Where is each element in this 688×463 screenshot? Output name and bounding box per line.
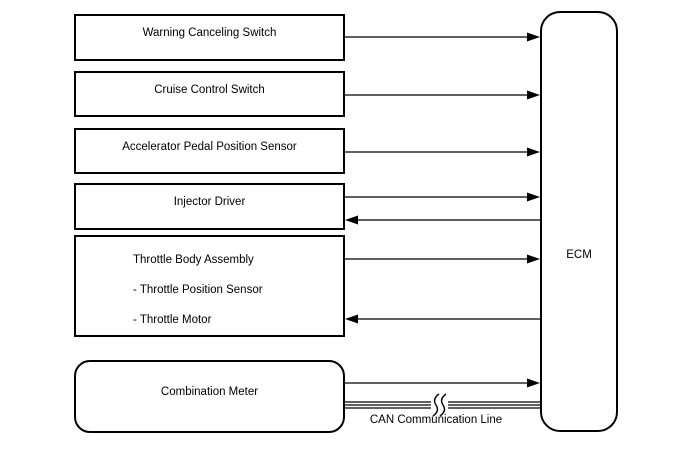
can-line-label: CAN Communication Line: [369, 414, 503, 426]
ecm-label: ECM: [566, 249, 592, 261]
block-cruise-control-switch: Cruise Control Switch: [74, 71, 345, 117]
connection-ecm-to-throttle-body-assembly: [345, 314, 540, 324]
block-accelerator-pedal-position-sensor: Accelerator Pedal Position Sensor: [74, 128, 345, 174]
block-throttle-body-assembly: Throttle Body Assembly - Throttle Positi…: [74, 235, 345, 337]
connection-accelerator-pedal-position-sensor-to-ecm: [345, 147, 540, 157]
block-warning-canceling-switch: Warning Canceling Switch: [74, 14, 345, 61]
connection-throttle-body-assembly-to-ecm: [345, 254, 540, 264]
connection-warning-canceling-switch-to-ecm: [345, 32, 540, 42]
block-label: Warning Canceling Switch: [142, 27, 277, 39]
connection-ecm-to-injector-driver: [345, 215, 540, 225]
connection-injector-driver-to-ecm: [345, 192, 540, 202]
block-ecm: ECM: [540, 11, 618, 432]
block-label: Cruise Control Switch: [154, 83, 265, 96]
connection-combination-meter-to-ecm-can-bus: [345, 393, 540, 417]
block-label: Throttle Body Assembly: [133, 254, 254, 266]
connection-combination-meter-to-ecm: [345, 378, 540, 388]
block-sub-item: - Throttle Motor: [133, 314, 212, 326]
block-sub-item: - Throttle Position Sensor: [133, 284, 263, 296]
block-combination-meter: Combination Meter: [74, 360, 345, 433]
block-label: Accelerator Pedal Position Sensor: [122, 140, 297, 153]
block-label: Injector Driver: [173, 196, 246, 208]
connection-cruise-control-switch-to-ecm: [345, 90, 540, 100]
block-injector-driver: Injector Driver: [74, 183, 345, 230]
block-label: Combination Meter: [160, 386, 259, 398]
